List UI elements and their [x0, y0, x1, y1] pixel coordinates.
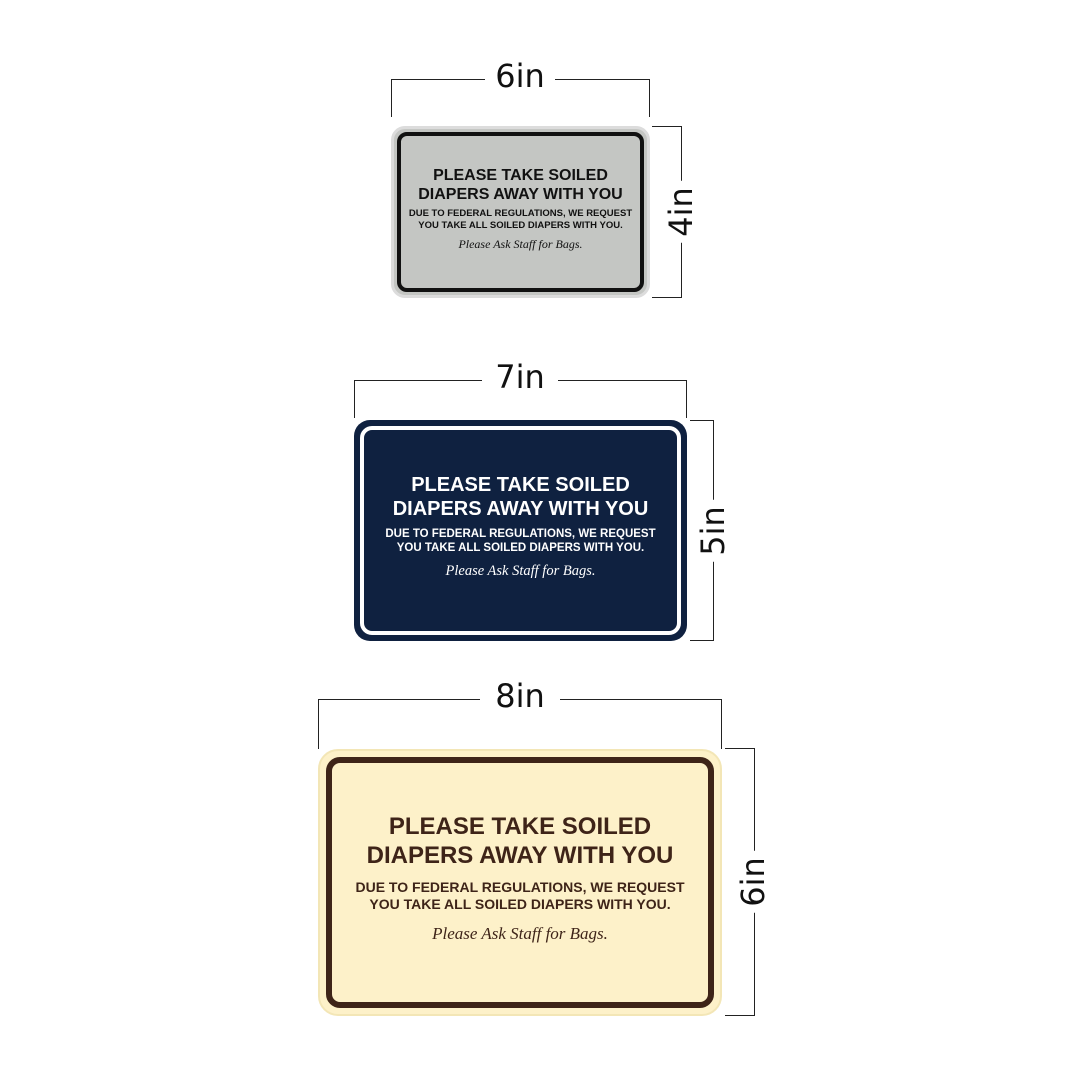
height-dimension-label: 4in — [662, 181, 700, 243]
sign-body-line-2: YOU TAKE ALL SOILED DIAPERS WITH YOU. — [369, 896, 671, 913]
sign-title-line-1: PLEASE TAKE SOILED — [433, 166, 608, 184]
height-dimension-label: 5in — [694, 500, 732, 562]
width-dimension-label: 8in — [480, 680, 560, 712]
sign-title-line-2: DIAPERS AWAY WITH YOU — [392, 497, 649, 520]
height-dimension-label: 6in — [734, 851, 772, 913]
sign-note: Please Ask Staff for Bags. — [458, 237, 583, 252]
sign-body-line-2: YOU TAKE ALL SOILED DIAPERS WITH YOU. — [396, 542, 645, 554]
sign-ivory: PLEASE TAKE SOILED DIAPERS AWAY WITH YOU… — [318, 749, 722, 1016]
sign-body-line-2: YOU TAKE ALL SOILED DIAPERS WITH YOU. — [418, 220, 623, 232]
sign-navy: PLEASE TAKE SOILED DIAPERS AWAY WITH YOU… — [354, 420, 687, 641]
sign-body-line-1: DUE TO FEDERAL REGULATIONS, WE REQUEST — [355, 878, 685, 895]
width-dimension-label: 7in — [482, 361, 558, 393]
width-dimension-label: 6in — [485, 60, 555, 92]
sign-navy-frame: PLEASE TAKE SOILED DIAPERS AWAY WITH YOU… — [360, 426, 681, 635]
sign-note: Please Ask Staff for Bags. — [432, 923, 608, 943]
sign-ivory-frame: PLEASE TAKE SOILED DIAPERS AWAY WITH YOU… — [326, 757, 714, 1008]
sign-body-line-1: DUE TO FEDERAL REGULATIONS, WE REQUEST — [408, 208, 633, 220]
sign-note: Please Ask Staff for Bags. — [445, 563, 596, 580]
sign-title-line-2: DIAPERS AWAY WITH YOU — [418, 186, 623, 204]
sign-body-line-1: DUE TO FEDERAL REGULATIONS, WE REQUEST — [385, 527, 656, 540]
sign-title-line-1: PLEASE TAKE SOILED — [388, 813, 652, 841]
sign-title-line-1: PLEASE TAKE SOILED — [411, 473, 630, 496]
sign-silver-frame: PLEASE TAKE SOILED DIAPERS AWAY WITH YOU… — [397, 132, 644, 292]
sign-silver: PLEASE TAKE SOILED DIAPERS AWAY WITH YOU… — [391, 126, 650, 298]
sign-title-line-2: DIAPERS AWAY WITH YOU — [366, 842, 674, 869]
